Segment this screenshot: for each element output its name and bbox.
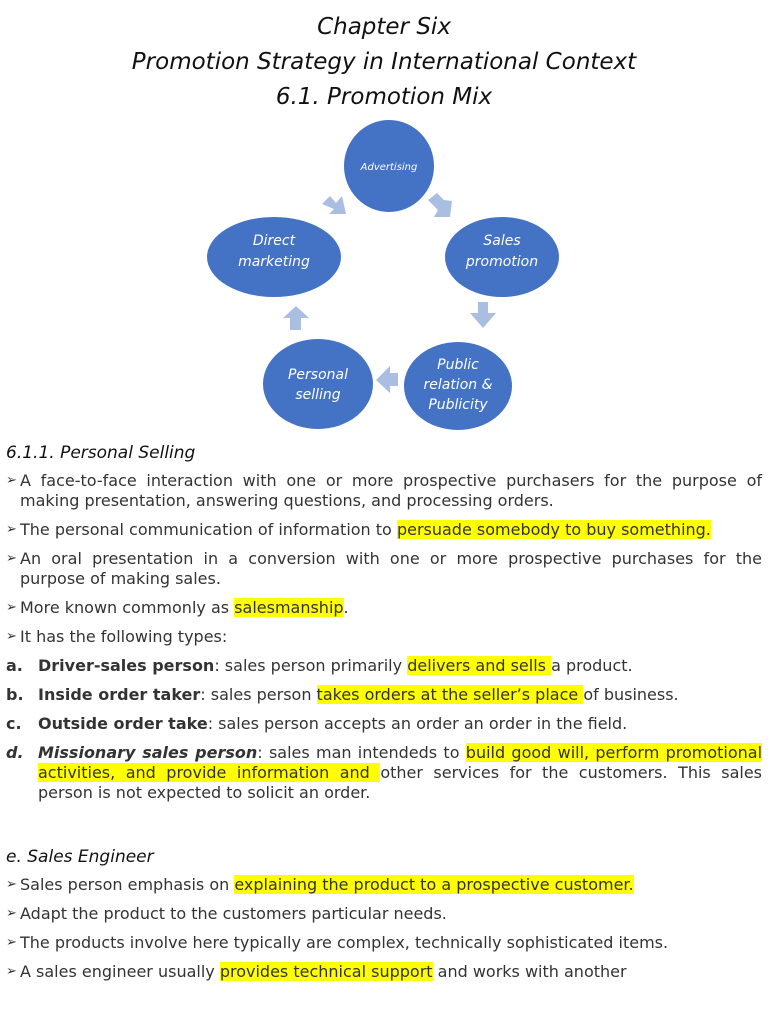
bullet-item: ➢ A face-to-face interaction with one or… [6,471,762,510]
node-public-relations-label-2: relation & [423,377,492,393]
node-direct-marketing-label-2: marketing [238,254,310,270]
arrow-advertising-to-sales-icon [428,193,452,217]
arrow-bullet-icon: ➢ [6,629,17,644]
node-public-relations [404,342,512,430]
arrow-sales-to-public-icon [470,302,496,328]
arrow-bullet-icon: ➢ [6,551,17,566]
arrow-public-to-personal-icon [376,366,398,393]
bullet-item: ➢ The products involve here typically ar… [6,933,669,952]
arrow-direct-to-advertising-icon [322,196,346,214]
node-personal-selling-label-1: Personal [288,367,348,383]
highlighted-text: persuade somebody to buy something. [396,520,711,539]
node-personal-selling-label-2: selling [295,387,340,403]
section-title: 6.1. Promotion Mix [275,84,493,110]
arrow-bullet-icon: ➢ [6,473,17,488]
promotion-mix-diagram: Advertising Sales promotion Public relat… [207,120,559,430]
node-advertising-label: Advertising [360,162,418,173]
highlighted-text: takes orders at the seller’s place [316,685,584,704]
heading-sales-engineer: e. Sales Engineer [6,847,154,867]
node-sales-promotion-label-1: Sales [483,233,520,249]
highlighted-text: salesmanship [234,598,344,617]
type-item-outside-order-take: c. Outside order take: sales person acce… [6,714,628,733]
arrow-personal-to-direct-icon [283,306,309,330]
highlighted-text: explaining the product to a prospective … [234,875,634,894]
highlighted-text: provides technical support [219,962,433,981]
title-block: Chapter Six Promotion Strategy in Intern… [0,0,768,115]
arrow-bullet-icon: ➢ [6,600,17,615]
arrow-bullet-icon: ➢ [6,877,17,892]
node-public-relations-label-3: Publicity [428,397,488,413]
type-item-inside-order-taker: b. Inside order taker: sales person take… [6,685,679,704]
node-direct-marketing-label-1: Direct [253,233,296,249]
bullet-item: ➢ A sales engineer usually provides tech… [6,962,627,981]
heading-personal-selling: 6.1.1. Personal Selling [6,443,196,463]
bullet-item: ➢ More known commonly as salesmanship. [6,598,349,617]
node-advertising [344,120,434,212]
node-personal-selling [263,339,373,429]
bullet-item: ➢ The personal communication of informat… [6,520,711,539]
node-sales-promotion [445,217,559,297]
chapter-subtitle: Promotion Strategy in International Cont… [131,49,637,75]
arrow-bullet-icon: ➢ [6,906,17,921]
document-body: 6.1.1. Personal Selling ➢ A face-to-face… [6,440,763,991]
highlighted-text: delivers and sells [407,656,552,675]
bullet-item: ➢ Adapt the product to the customers par… [6,904,447,923]
chapter-title: Chapter Six [317,14,451,40]
bullet-item: ➢ An oral presentation in a conversion w… [6,549,762,588]
node-direct-marketing [207,217,341,297]
arrow-bullet-icon: ➢ [6,522,17,537]
arrow-bullet-icon: ➢ [6,935,17,950]
bullet-item: ➢ It has the following types: [6,627,228,646]
type-item-driver-sales: a. Driver-sales person: sales person pri… [6,656,633,675]
spacer [6,812,762,844]
node-sales-promotion-label-2: promotion [465,254,538,270]
bullet-item: ➢ Sales person emphasis on explaining th… [6,875,634,894]
arrow-bullet-icon: ➢ [6,964,17,979]
node-public-relations-label-1: Public [437,357,479,373]
type-item-missionary: d. Missionary sales person: sales man in… [6,743,763,802]
